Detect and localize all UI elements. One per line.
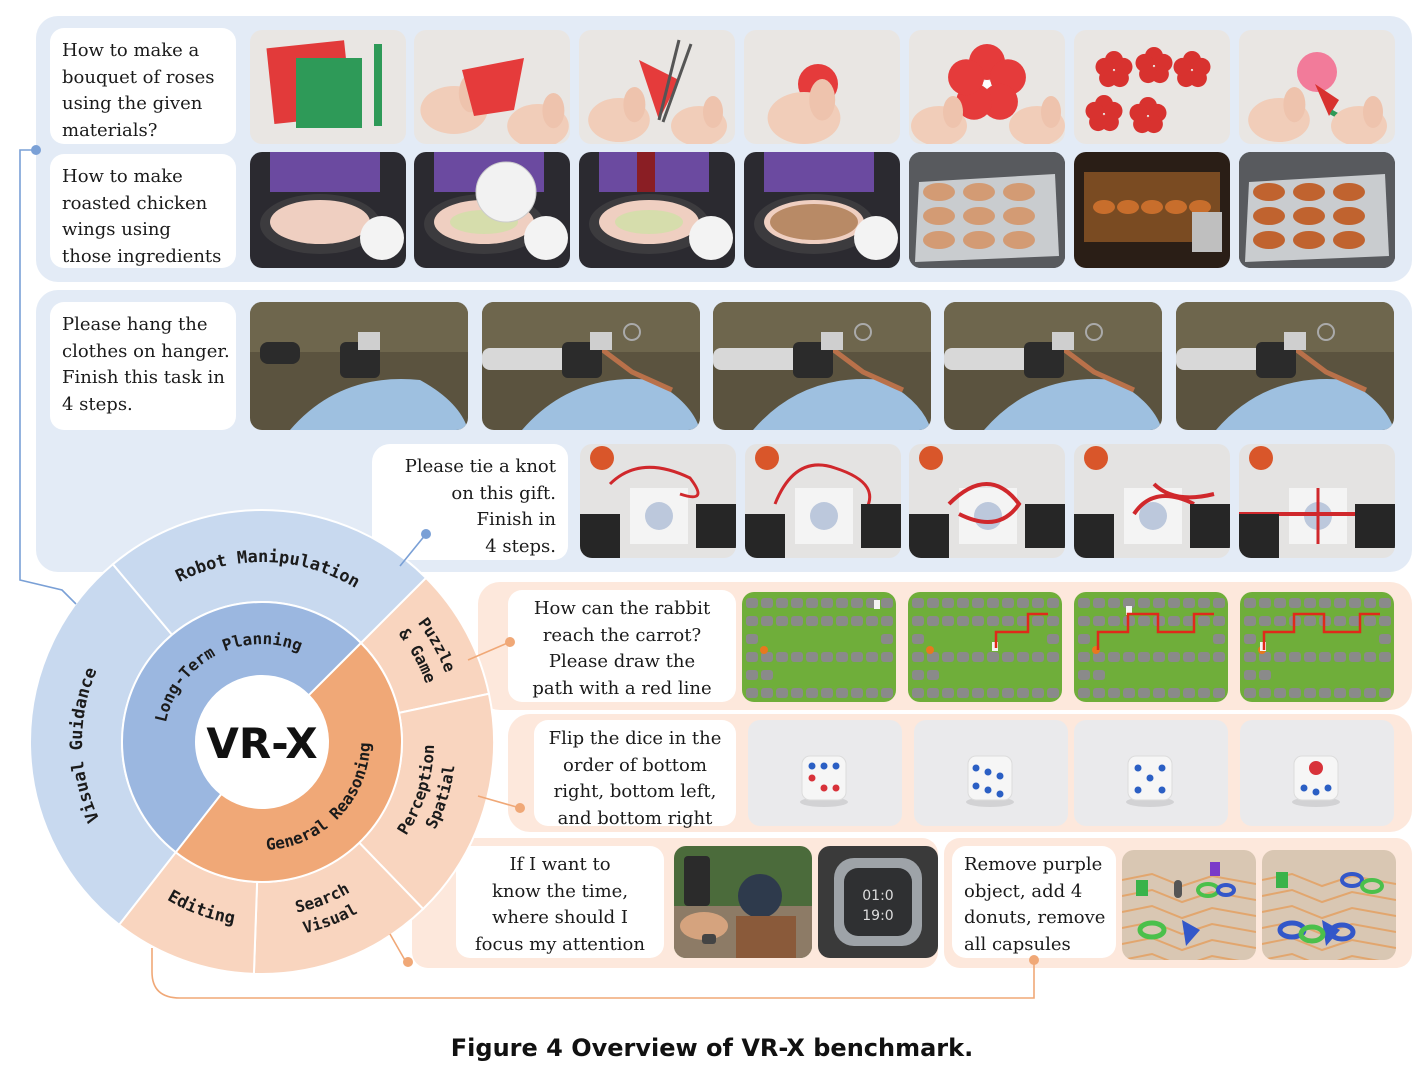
chicken-frame-7 xyxy=(1239,152,1395,268)
svg-text:01:0: 01:0 xyxy=(862,888,893,904)
prompt-line: 4 steps. xyxy=(62,393,133,415)
prompt-line: materials? xyxy=(62,119,158,141)
prompt-line: How to make a xyxy=(62,40,200,61)
prompt-dice: Flip the dice in the order of bottom rig… xyxy=(534,720,736,829)
prompt-hang: Please hang the clothes on hanger. Finis… xyxy=(50,302,236,430)
hang-frame-1 xyxy=(250,302,468,430)
roses-frame-7 xyxy=(1239,30,1395,144)
prompt-line: Remove purple xyxy=(964,854,1103,875)
rabbit-frame-1 xyxy=(742,592,896,702)
hang-frame-4 xyxy=(944,302,1162,430)
chicken-frame-5 xyxy=(909,152,1065,268)
dice-frame-1 xyxy=(748,720,902,826)
prompt-roses: How to make a bouquet of roses using the… xyxy=(50,28,236,144)
rabbit-frame-3 xyxy=(1074,592,1228,702)
roses-frame-1 xyxy=(250,30,406,144)
wheel-center-title: VR-X xyxy=(206,719,317,768)
roses-frame-3 xyxy=(579,30,735,144)
dice-frame-4 xyxy=(1240,720,1394,826)
prompt-line: donuts, remove xyxy=(964,907,1106,928)
chicken-frame-1 xyxy=(250,152,406,268)
prompt-line: object, add 4 xyxy=(964,880,1083,902)
prompt-line: on this gift. xyxy=(451,482,556,504)
prompt-chicken: How to make roasted chicken wings using … xyxy=(50,154,236,268)
prompt-line: Please tie a knot xyxy=(404,456,556,477)
prompt-line: using the given xyxy=(62,93,203,114)
time-frame-watch: 01:0 19:0 xyxy=(818,846,938,958)
knot-frame-2 xyxy=(745,444,901,558)
chicken-frame-6 xyxy=(1074,152,1230,268)
dice-frame-2 xyxy=(914,720,1068,826)
roses-frame-2 xyxy=(414,30,570,144)
prompt-line: bouquet of roses xyxy=(62,66,215,88)
prompt-line: clothes on hanger. xyxy=(62,340,230,362)
knot-frame-5 xyxy=(1239,444,1395,558)
roses-frame-6 xyxy=(1074,30,1230,144)
prompt-line: Finish in xyxy=(476,509,557,530)
prompt-line: Finish this task in xyxy=(62,367,225,388)
prompt-line: path with a red line xyxy=(532,677,712,699)
prompt-line: Please draw the xyxy=(548,651,696,672)
roses-frame-5 xyxy=(909,30,1065,144)
edit-frame-1 xyxy=(1122,850,1256,960)
prompt-line: those ingredients xyxy=(62,245,222,267)
prompt-line: and bottom right xyxy=(557,807,713,829)
prompt-line: reach the carrot? xyxy=(542,624,702,646)
prompt-line: roasted chicken xyxy=(62,192,208,214)
svg-text:19:0: 19:0 xyxy=(862,908,893,924)
prompt-line: If I want to xyxy=(509,854,611,875)
knot-frame-4 xyxy=(1074,444,1230,558)
rabbit-frame-2 xyxy=(908,592,1062,702)
edit-frame-2 xyxy=(1262,850,1396,960)
prompt-line: Flip the dice in the xyxy=(548,728,722,749)
prompt-line: know the time, xyxy=(491,880,629,902)
prompt-line: order of bottom xyxy=(563,754,707,776)
chicken-frame-4 xyxy=(744,152,900,268)
knot-frame-1 xyxy=(580,444,736,558)
prompt-line: Please hang the xyxy=(62,314,208,335)
dice-frame-3 xyxy=(1074,720,1228,826)
hang-frame-5 xyxy=(1176,302,1394,430)
wheel-center xyxy=(196,676,328,808)
chicken-frame-3 xyxy=(579,152,735,268)
hang-frame-3 xyxy=(713,302,931,430)
prompt-line: right, bottom left, xyxy=(553,781,717,802)
figure-caption: Figure 4 Overview of VR-X benchmark. xyxy=(450,1034,974,1062)
knot-frame-3 xyxy=(909,444,1065,558)
roses-frame-4 xyxy=(744,30,900,144)
chicken-frame-2 xyxy=(414,152,570,268)
prompt-edit: Remove purple object, add 4 donuts, remo… xyxy=(952,846,1116,958)
prompt-line: How to make xyxy=(62,166,183,187)
prompt-line: wings using xyxy=(62,219,171,240)
prompt-line: How can the rabbit xyxy=(533,598,711,619)
rabbit-frame-4 xyxy=(1240,592,1394,702)
prompt-line: where should I xyxy=(491,907,628,928)
prompt-line: 4 steps. xyxy=(485,535,556,557)
prompt-rabbit: How can the rabbit reach the carrot? Ple… xyxy=(508,590,736,702)
hang-frame-2 xyxy=(482,302,700,430)
